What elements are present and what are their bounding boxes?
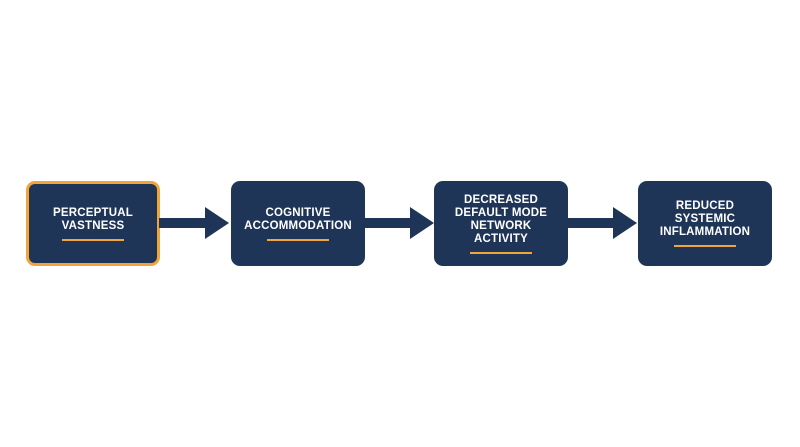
step-underline <box>674 245 736 247</box>
step-label: COGNITIVE ACCOMMODATION <box>244 206 352 232</box>
arrow-right-icon <box>159 207 229 239</box>
step-box-reduced-systemic-inflammation: REDUCED SYSTEMIC INFLAMMATION <box>638 181 772 266</box>
arrow-right-icon <box>567 207 637 239</box>
step-underline <box>267 238 329 241</box>
step-box-cognitive-accommodation: COGNITIVE ACCOMMODATION <box>231 181 365 266</box>
step-label: DECREASED DEFAULT MODE NETWORK ACTIVITY <box>454 193 548 245</box>
step-underline <box>470 251 532 254</box>
step-box-decreased-default-mode-network-activity: DECREASED DEFAULT MODE NETWORK ACTIVITY <box>434 181 568 266</box>
arrow-right-icon <box>364 207 434 239</box>
step-box-perceptual-vastness: PERCEPTUAL VASTNESS <box>26 181 160 266</box>
step-label: REDUCED SYSTEMIC INFLAMMATION <box>659 200 751 238</box>
step-label: PERCEPTUAL VASTNESS <box>53 206 133 232</box>
step-underline <box>62 238 124 241</box>
